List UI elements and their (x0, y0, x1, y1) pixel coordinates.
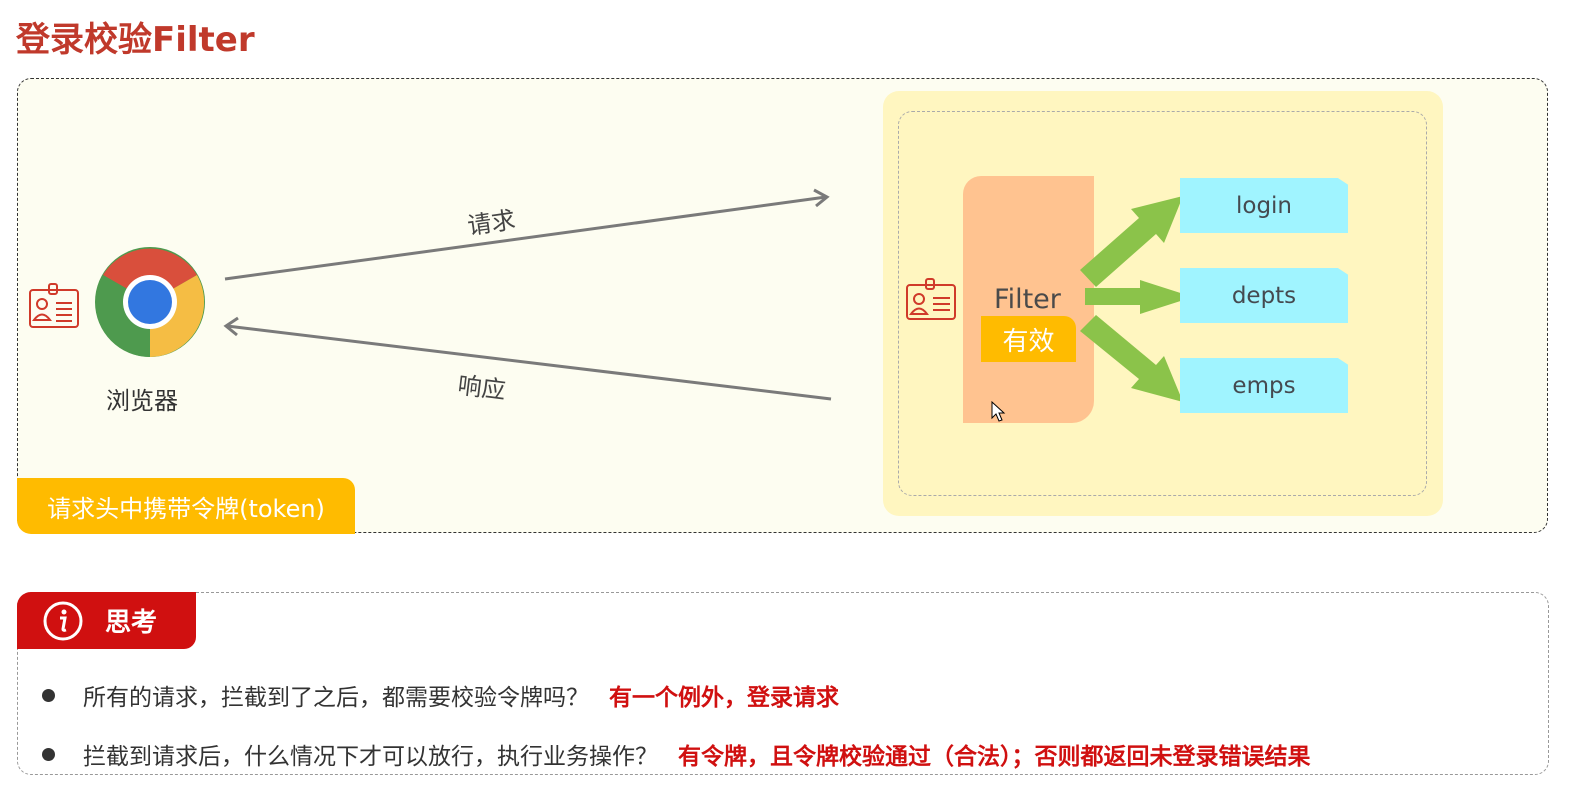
route-login: login (1180, 178, 1348, 233)
id-card-icon (29, 283, 79, 328)
think-answer: 有一个例外，登录请求 (609, 685, 839, 711)
response-label: 响应 (456, 371, 508, 405)
think-answer: 有令牌，且令牌校验通过（合法）；否则都返回未登录错误结果 (678, 744, 1311, 770)
info-icon (43, 601, 83, 640)
page-title: 登录校验Filter (16, 20, 255, 60)
bullet-icon (42, 688, 55, 702)
think-question: 拦截到请求后，什么情况下才可以放行，执行业务操作？ (83, 744, 658, 770)
mouse-cursor-icon (991, 400, 1006, 422)
server-inner-boundary (898, 111, 1427, 496)
think-item: 拦截到请求后，什么情况下才可以放行，执行业务操作？ 有令牌，且令牌校验通过（合法… (42, 737, 1311, 771)
filter-label: Filter (994, 284, 1061, 315)
request-arrow (224, 188, 830, 281)
arrow-to-depts-icon (1085, 280, 1193, 314)
think-item: 所有的请求，拦截到了之后，都需要校验令牌吗？ 有一个例外，登录请求 (42, 678, 839, 712)
think-section (17, 592, 1549, 775)
valid-badge: 有效 (981, 316, 1076, 362)
token-tab: 请求头中携带令牌(token) (17, 478, 355, 534)
think-label: 思考 (105, 608, 158, 638)
arrow-to-emps-icon (1080, 315, 1183, 402)
response-arrow (223, 316, 832, 401)
route-depts: depts (1180, 268, 1348, 323)
think-question: 所有的请求，拦截到了之后，都需要校验令牌吗？ (83, 685, 589, 711)
id-card-icon-server (906, 278, 956, 320)
request-label: 请求 (465, 205, 518, 241)
bullet-icon (42, 747, 55, 761)
chrome-browser-icon (95, 247, 205, 357)
arrow-to-login-icon (1080, 196, 1183, 287)
browser-label: 浏览器 (106, 387, 178, 415)
route-emps: emps (1180, 358, 1348, 413)
filter-block (963, 176, 1094, 423)
think-header: 思考 (17, 592, 196, 649)
